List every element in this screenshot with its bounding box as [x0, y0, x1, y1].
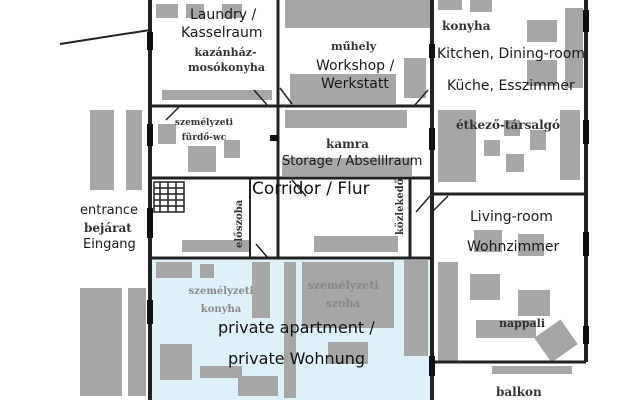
kitchen-label-hu: konyha [442, 19, 491, 33]
walls [59, 0, 588, 400]
staff-kitchen-label-hu: személyzeti konyha [188, 286, 254, 315]
workshop-label-hu: műhely [331, 40, 377, 53]
balcony-label-hu: balkon [496, 385, 542, 399]
laundry-label-de: Kasselraum [181, 25, 263, 41]
staircase [153, 181, 185, 213]
laundry-label-en: Laundry / [190, 7, 257, 23]
anteroom-label-hu: előszoba [234, 199, 245, 248]
staff-bath-label-hu: személyzeti fürdő-wc [174, 118, 234, 143]
corridor-label: Corridor / Flur [252, 179, 370, 199]
private-apartment-label-de: private Wohnung [228, 349, 366, 368]
kitchen-label-en: Kitchen, Dining-room [437, 46, 585, 62]
laundry-label-hu: kazánház-mosókonyha [188, 46, 265, 74]
furniture [80, 0, 583, 398]
entrance-label-en: entrance [80, 203, 139, 218]
dining-label-hu: étkező-társalgó [456, 118, 561, 132]
workshop-label-en: Workshop / [316, 58, 395, 74]
entrance-label-hu: bejárat [84, 221, 132, 235]
private-apartment-label-en: private apartment / [218, 318, 375, 337]
storage-label-hu: kamra [326, 137, 369, 151]
staff-room-label-hu: személyzeti szoba [307, 279, 379, 310]
living-label-hu: nappali [499, 317, 545, 330]
workshop-label-de: Werkstatt [321, 76, 389, 92]
entrance-label-de: Eingang [83, 237, 136, 252]
passage-label-hu: közlekedő [395, 178, 406, 235]
storage-label-en: Storage / Abselllraum [282, 154, 423, 169]
windows [147, 10, 589, 376]
living-label-de: Wohnzimmer [467, 239, 560, 255]
living-label-en: Living-room [470, 209, 553, 225]
kitchen-label-de: Küche, Esszimmer [447, 78, 575, 94]
